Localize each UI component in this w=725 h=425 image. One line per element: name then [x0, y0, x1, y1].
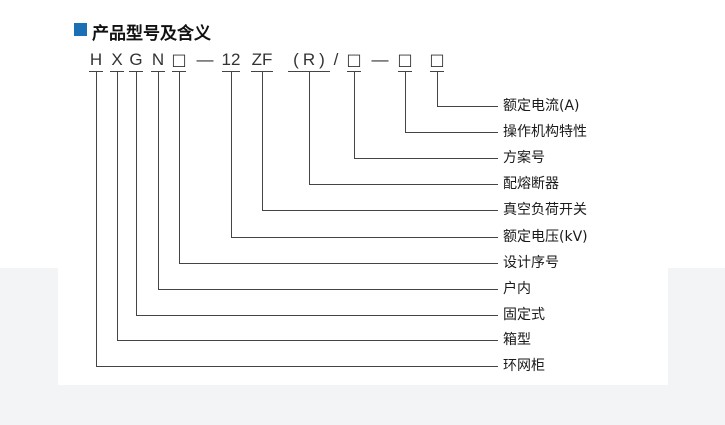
meaning-rated-current: 额定电流(A)	[503, 98, 580, 114]
code-r: R	[302, 50, 316, 69]
title-text: 产品型号及含义	[92, 24, 211, 44]
meaning-mechanism: 操作机构特性	[503, 124, 587, 140]
content-panel	[58, 0, 668, 385]
meaning-fuse: 配熔断器	[503, 176, 559, 192]
code-slash: /	[333, 50, 339, 69]
code-box-scheme: □	[346, 50, 362, 69]
code-dash-2: —	[371, 50, 389, 69]
code-box-current: □	[429, 50, 445, 69]
code-paren-open: (	[293, 50, 299, 69]
code-box-design: □	[171, 50, 187, 69]
meaning-vacuum-switch: 真空负荷开关	[503, 202, 587, 218]
code-box-mechanism: □	[397, 50, 413, 69]
title-square-icon	[74, 23, 87, 36]
code-char-h: H	[89, 50, 103, 69]
code-zf: ZF	[251, 50, 273, 69]
code-voltage: 12	[221, 50, 241, 69]
meaning-ring-main-unit: 环网柜	[503, 358, 545, 374]
code-char-x: X	[111, 50, 123, 69]
meaning-box-type: 箱型	[503, 332, 531, 348]
meaning-fixed-type: 固定式	[503, 307, 545, 323]
code-paren-close: )	[319, 50, 325, 69]
meaning-rated-voltage: 额定电压(kV)	[503, 229, 588, 245]
meaning-indoor: 户内	[503, 281, 531, 297]
meaning-scheme-number: 方案号	[503, 150, 545, 166]
code-char-n: N	[151, 50, 165, 69]
code-dash-1: —	[196, 50, 214, 69]
meaning-design-number: 设计序号	[503, 255, 559, 271]
code-char-g: G	[129, 50, 143, 69]
